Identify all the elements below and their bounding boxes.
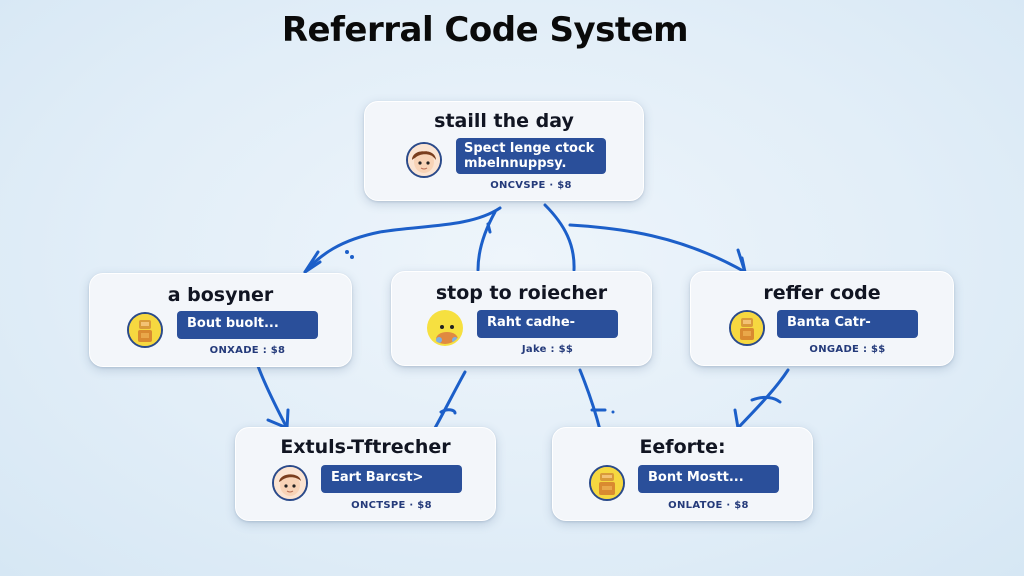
node-bottom-right-title: Eeforte: xyxy=(639,436,726,458)
node-root-code-line2: mbelnnuppsy. xyxy=(464,156,567,171)
arrow-root-to-center-a xyxy=(476,210,497,272)
node-center-card[interactable]: stop to roiecher Raht cadhe- Jake : $$ xyxy=(391,271,652,366)
node-root-reward: ONCVSPE · $8 xyxy=(490,180,572,191)
arrowhead-center-a xyxy=(486,222,492,234)
robot-avatar-icon xyxy=(729,310,765,346)
arrow-root-to-left xyxy=(303,206,502,274)
node-center-title: stop to roiecher xyxy=(435,282,608,304)
node-right-card[interactable]: reffer code Banta Catr- ONGADE : $$ xyxy=(690,271,954,366)
arrow-root-to-right xyxy=(568,223,747,274)
arrowhead-bottom-right xyxy=(733,395,782,430)
node-bottom-left-code[interactable]: Eart Barcst> xyxy=(321,465,462,493)
node-root-code-line1: Spect lenge ctock xyxy=(464,141,595,156)
arrow-right-to-bottom-right xyxy=(736,368,790,430)
node-right-code[interactable]: Banta Catr- xyxy=(777,310,918,338)
arrow-root-to-center-b xyxy=(543,203,576,272)
node-bottom-right-reward: ONLATOE · $8 xyxy=(668,500,749,511)
node-center-reward: Jake : $$ xyxy=(521,344,574,355)
node-root-title: staill the day xyxy=(434,110,574,132)
robot-avatar-icon xyxy=(589,465,625,501)
node-left-title: a bosyner xyxy=(167,284,274,306)
arrow-center-to-bottom-right xyxy=(578,368,602,432)
node-root-code[interactable]: Spect lenge ctock mbelnnuppsy. xyxy=(456,138,606,174)
node-bottom-right-card[interactable]: Eeforte: Bont Mostt... ONLATOE · $8 xyxy=(552,427,813,521)
boy-avatar-icon xyxy=(272,465,308,501)
arrowhead-bottom-left xyxy=(266,408,290,430)
node-left-reward: ONXADE : $8 xyxy=(209,345,286,356)
arrow-left-to-bottom-left xyxy=(256,364,289,430)
arrowhead-left xyxy=(303,250,322,274)
node-left-card[interactable]: a bosyner Bout buolt... ONXADE : $8 xyxy=(89,273,352,367)
node-center-code[interactable]: Raht cadhe- xyxy=(477,310,618,338)
arrowhead-right xyxy=(736,248,747,274)
diagram-title: Referral Code System xyxy=(281,10,689,50)
node-right-title: reffer code xyxy=(763,282,881,304)
node-bottom-left-reward: ONCTSPE · $8 xyxy=(351,500,432,511)
boy-avatar-icon xyxy=(406,142,442,178)
node-bottom-right-code[interactable]: Bont Mostt... xyxy=(638,465,779,493)
arrowhead-center-bottom-left xyxy=(439,408,457,415)
node-bottom-left-card[interactable]: Extuls-Tftrecher Eart Barcst> ONCTSPE · … xyxy=(235,427,496,521)
node-bottom-left-title: Extuls-Tftrecher xyxy=(280,436,451,458)
robot-avatar-icon xyxy=(127,312,163,348)
arrow-center-to-bottom-left xyxy=(433,370,467,430)
node-left-code[interactable]: Bout buolt... xyxy=(177,311,318,339)
emoji-avatar-icon xyxy=(427,310,463,346)
node-root-card[interactable]: staill the day Spect lenge ctock mbelnnu… xyxy=(364,101,644,201)
node-right-reward: ONGADE : $$ xyxy=(809,344,886,355)
